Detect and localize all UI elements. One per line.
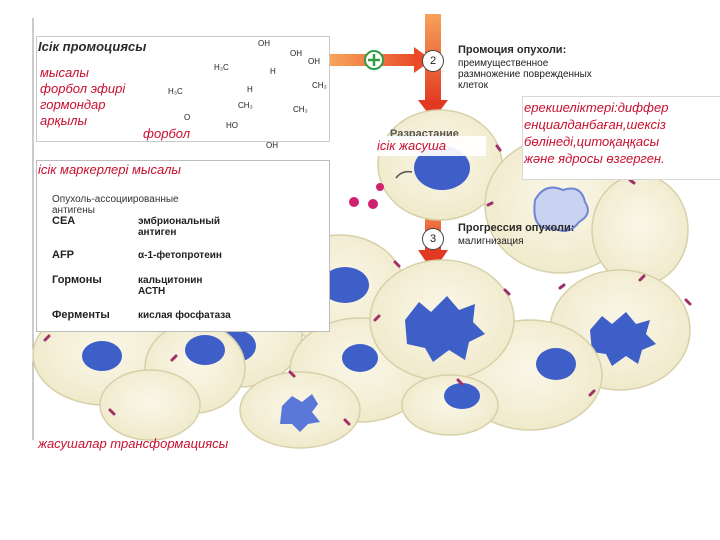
- atom-label: H: [247, 85, 253, 94]
- example-line: форбол эфирі: [40, 81, 126, 96]
- pointer-line: [395, 170, 413, 179]
- atom-label: H₃C: [168, 87, 183, 96]
- cell: [591, 174, 689, 286]
- atom-label: H: [270, 67, 276, 76]
- markers-header: антигены: [52, 205, 95, 216]
- progression-desc: малигнизация: [458, 236, 524, 247]
- features-line: және ядросы өзгерген.: [524, 151, 665, 166]
- cell: [239, 371, 361, 449]
- marker-desc: кальцитонин: [138, 275, 203, 286]
- marker-desc: α-1-фетопротеин: [138, 250, 222, 261]
- cell: [377, 109, 503, 221]
- cell: [401, 374, 499, 436]
- promotion-heading: Ісік промоциясы: [38, 39, 147, 54]
- atom-label: OH: [266, 141, 278, 150]
- features-line: бөлінеді,цитоқаңқасы: [524, 134, 660, 149]
- plus-icon: [364, 50, 384, 70]
- markers-panel: [36, 160, 330, 332]
- marker-name: Ферменты: [52, 309, 110, 321]
- progression-title: Прогрессия опухоли:: [458, 222, 575, 234]
- tumor-growth-label: ісік жасуша: [377, 138, 447, 153]
- promotion-desc: клеток: [458, 80, 488, 91]
- atom-label: CH₃: [238, 101, 253, 110]
- atom-label: CH₃: [312, 81, 327, 90]
- stage-number-3: 3: [422, 228, 444, 250]
- phorbol-label: форбол: [143, 126, 191, 141]
- marker-desc: АСТН: [138, 286, 166, 297]
- marker-desc: кислая фосфатаза: [138, 310, 231, 321]
- cell: [369, 259, 515, 381]
- example-line: арқылы: [40, 113, 88, 128]
- stage-number-2: 2: [422, 50, 444, 72]
- features-line: енциалданбаған,шексіз: [524, 117, 666, 132]
- atom-label: O: [184, 113, 191, 122]
- atom-label: OH: [258, 39, 270, 48]
- atom-label: OH: [290, 49, 302, 58]
- example-line: мысалы: [40, 65, 89, 80]
- atom-label: H₃C: [214, 63, 229, 72]
- example-line: гормондар: [40, 97, 106, 112]
- promotion-annotation-box: [36, 36, 330, 142]
- cell-cluster: [32, 109, 692, 449]
- promotion-desc: размножение поврежденных: [458, 69, 592, 80]
- markers-title: ісік маркерлері мысалы: [38, 162, 181, 177]
- tumor-label-box: [372, 136, 486, 156]
- marker-name: AFP: [52, 249, 74, 261]
- marker-name: CEA: [52, 215, 76, 227]
- transformation-caption: жасушалар трансформациясы: [38, 436, 229, 451]
- marker-desc: эмбриональный: [138, 216, 221, 227]
- marker-name: Гормоны: [52, 274, 102, 286]
- cell: [99, 369, 201, 441]
- markers-header: Опухоль-ассоциированные: [52, 194, 179, 205]
- promotion-title: Промоция опухоли:: [458, 44, 567, 56]
- atom-label: OH: [308, 57, 320, 66]
- marker-desc: антиген: [138, 227, 177, 238]
- atom-label: HO: [226, 121, 238, 130]
- features-box: [522, 96, 720, 180]
- atom-label: CH₃: [293, 105, 308, 114]
- features-line: ерекшеліктері:диффер: [524, 100, 669, 115]
- promotion-desc: преимущественное: [458, 58, 549, 69]
